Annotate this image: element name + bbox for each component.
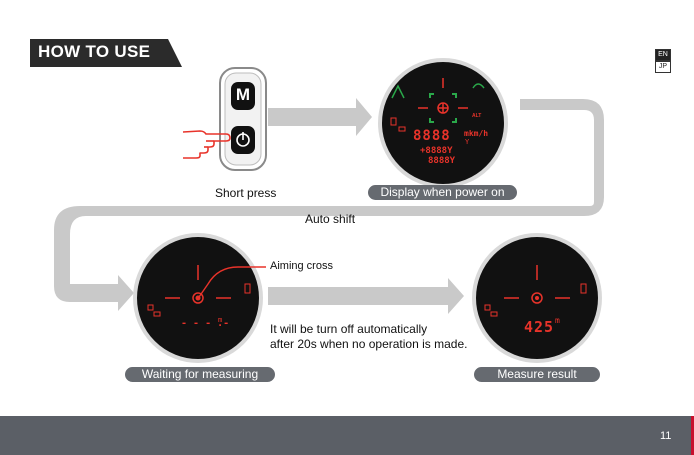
footer-bar <box>0 416 694 455</box>
language-tab-en[interactable]: EN <box>655 49 671 61</box>
lcd-unit-y: Y <box>465 138 469 146</box>
page-number: 11 <box>660 430 671 442</box>
caption-waiting: Waiting for measuring <box>125 367 275 382</box>
caption-short-press: Short press <box>215 186 276 200</box>
page-title: HOW TO USE <box>38 42 150 62</box>
lcd-unit: mkm/h <box>464 129 488 138</box>
lcd-waiting-unit: m <box>218 316 222 324</box>
arrow-right-bottom <box>268 278 464 314</box>
caption-auto-off-line1: It will be turn off automatically <box>270 322 427 336</box>
arrow-right-top <box>268 98 372 136</box>
lcd-line2: +8888Y <box>420 146 453 156</box>
language-tab-jp[interactable]: JP <box>655 61 671 73</box>
lcd-result-digits: 425 <box>524 318 554 336</box>
caption-auto-shift: Auto shift <box>305 212 355 226</box>
caption-measure-result: Measure result <box>474 367 600 382</box>
caption-display-power-on: Display when power on <box>368 185 517 200</box>
lcd-result-unit: m <box>555 316 560 325</box>
lcd-main-digits: 8888 <box>413 128 451 144</box>
lcd-line3: 8888Y <box>428 156 455 166</box>
lcd-alt-label: ALT <box>472 113 481 119</box>
caption-auto-off-line2: after 20s when no operation is made. <box>270 337 467 351</box>
caption-aiming-cross: Aiming cross <box>270 260 333 272</box>
m-button-label: M <box>235 85 251 105</box>
